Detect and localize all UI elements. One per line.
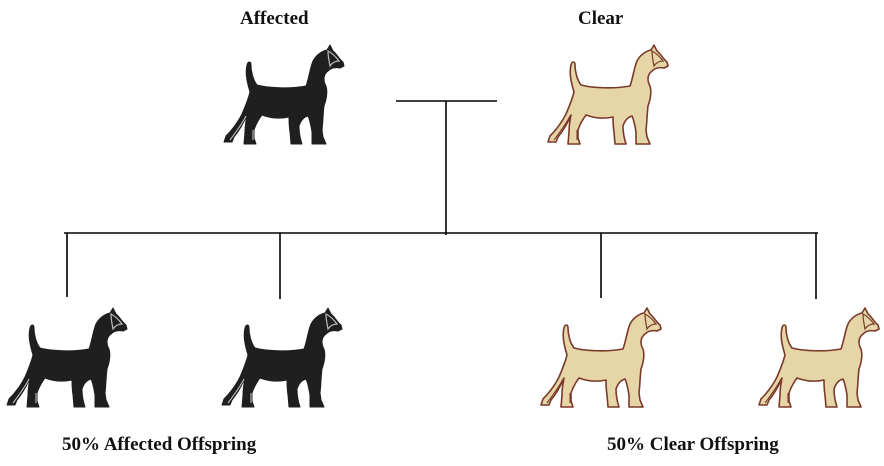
parent-clear-label: Clear [578,8,624,29]
affected-parent-dog-icon [223,44,345,145]
dog-ear [644,313,658,331]
dog-leg-highlight [553,115,578,141]
dog-leg-highlight [229,115,254,141]
dog-ear [862,313,876,331]
dog-leg-highlight [546,378,571,404]
offspring-clear-label: 50% Clear Offspring [607,434,779,455]
dog-ear [110,313,124,331]
dog-ear [325,313,339,331]
dog-leg-highlight [227,378,252,404]
dog-body [547,44,669,145]
dog-body [6,307,128,408]
dog-body [221,307,343,408]
dog-ear [651,50,665,68]
clear-parent-dog-icon [547,44,669,145]
dog-body [758,307,880,408]
affected-offspring-dog-icon [6,307,128,408]
dog-leg-highlight [764,378,789,404]
dog-ear [327,50,341,68]
clear-offspring-dog-icon [540,307,662,408]
dog-body [540,307,662,408]
offspring-affected-label: 50% Affected Offspring [62,434,257,455]
parent-affected-label: Affected [240,8,309,29]
affected-offspring-dog-icon [221,307,343,408]
clear-offspring-dog-icon [758,307,880,408]
dog-body [223,44,345,145]
dog-leg-highlight [12,378,37,404]
